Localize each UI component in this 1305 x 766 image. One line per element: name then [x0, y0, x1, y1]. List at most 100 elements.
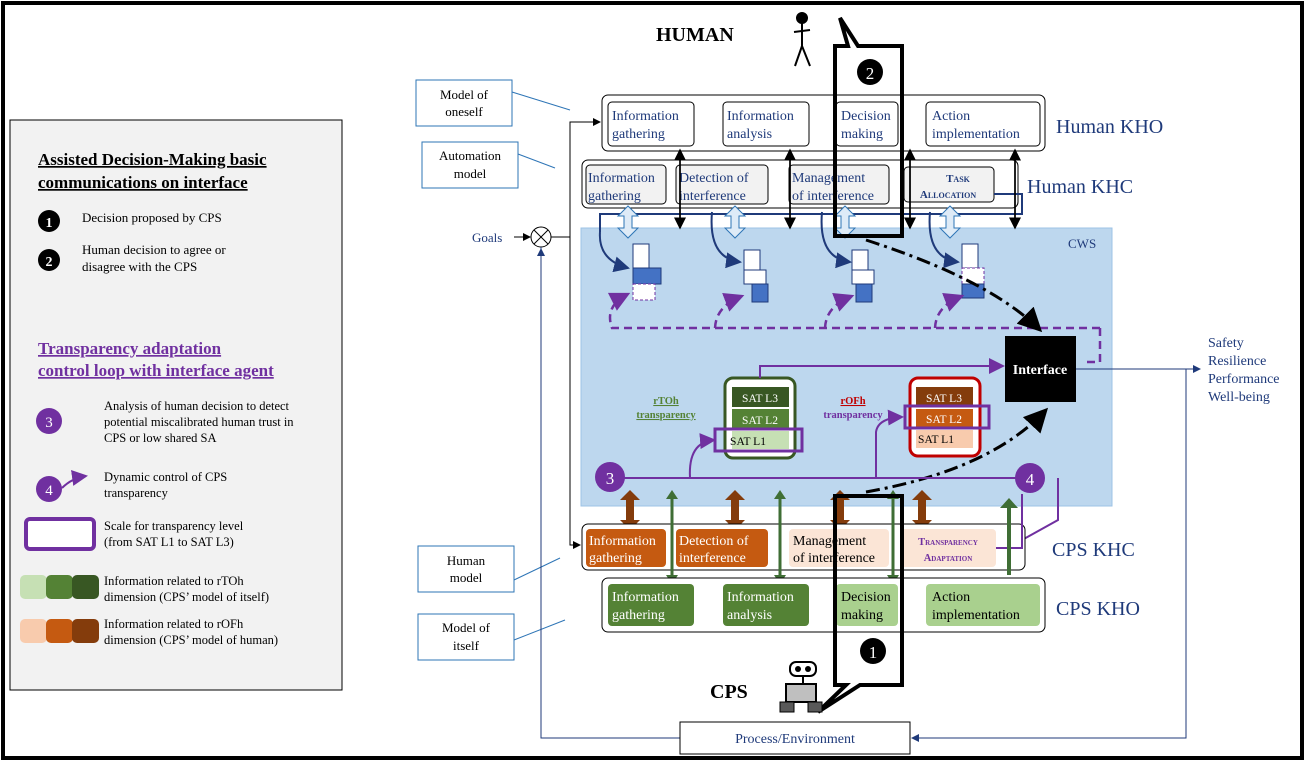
interface-label: Interface: [1013, 363, 1067, 378]
legend-rtoh-line2: dimension (CPS’ model of itself): [104, 590, 269, 604]
cps-khc-box-3-l1: Transparency: [918, 537, 978, 548]
output-to-process: [911, 369, 1187, 742]
cps-khc-label: CPS KHC: [1052, 539, 1135, 561]
curved-navy-arrows: [598, 211, 960, 273]
legend-rofh-line1: Information related to rOFh: [104, 617, 244, 631]
rofh-label-1: rOFh: [840, 396, 865, 407]
purple-control-loop: [612, 358, 1059, 541]
legend-scale-line2: (from SAT L1 to SAT L3): [104, 535, 234, 549]
green-up-arrow: [1000, 498, 1018, 575]
human-kho-box-2-l1: Decision: [841, 109, 891, 124]
human-kho-khc-arrows: [674, 148, 1021, 230]
human-kho-label: Human KHO: [1056, 116, 1163, 138]
human-khc-label: Human KHC: [1027, 176, 1133, 198]
legend-item2-line1: Human decision to agree or: [82, 242, 226, 257]
rofh-label-2: transparency: [823, 410, 883, 421]
human-khc-box-0-l2: gathering: [588, 189, 641, 204]
legend-scale-line1: Scale for transparency level: [104, 519, 244, 533]
note-human-model-line1: Human: [447, 553, 486, 568]
output-resilience: Resilience: [1208, 354, 1266, 369]
note-model-oneself-line2: oneself: [445, 104, 483, 119]
human-kho-box-0-l1: Information: [612, 109, 679, 124]
comparator-to-kho: [551, 118, 601, 238]
rtoh-level-2: [732, 409, 789, 429]
cps-kho-box-3: Action implementation: [926, 584, 1040, 626]
human-khc-box-0: Information gathering: [585, 164, 667, 205]
human-kho-box-1-l1: Information: [727, 109, 794, 124]
legend-marker-2-label: 2: [46, 255, 53, 270]
robot-icon: [779, 661, 823, 713]
human-kho-box-3: Action implementation: [925, 101, 1041, 147]
cps-kho-box-0-l2: gathering: [612, 608, 665, 623]
purple-dashed-paths: [607, 292, 1102, 364]
human-kho-box-3-l2: implementation: [932, 127, 1020, 142]
legend-rtoh-line1: Information related to rTOh: [104, 574, 244, 588]
hollow-arrows: [616, 205, 962, 239]
legend-subtitle-line1: Transparency adaptation: [38, 339, 222, 358]
cps-khc-box-2: Management of interference: [789, 529, 889, 567]
cps-khc-box-1: Detection of interference: [676, 529, 768, 567]
human-to-interface-arc: [865, 238, 1043, 333]
legend-orange-swatches: [20, 619, 99, 643]
legend-rofh-line2: dimension (CPS’ model of human): [104, 633, 278, 647]
rofh-current-marker: [903, 404, 991, 430]
human-kho-box-0-l2: gathering: [612, 127, 665, 142]
interface-box: [1005, 336, 1076, 402]
output-safety: Safety: [1208, 336, 1244, 351]
note-model-itself-line1: Model of: [442, 620, 491, 635]
legend-title-line1: Assisted Decision-Making basic: [38, 150, 267, 169]
cps-khc-box-0-l1: Information: [589, 534, 656, 549]
cps-khc-box-2-l1: Management: [793, 534, 866, 549]
note-automation-line2: model: [454, 166, 487, 181]
legend-marker-1: [38, 210, 60, 232]
human-kho-box-1-l2: analysis: [727, 127, 772, 142]
legend-item4-line1: Dynamic control of CPS: [104, 470, 227, 484]
human-kho-box-1: Information analysis: [722, 101, 810, 147]
rofh-level-1: [916, 430, 973, 448]
callout-one: 1: [816, 494, 904, 714]
cps-kho-box-0-l1: Information: [612, 590, 679, 605]
rofh-level-3-label: SAT L3: [926, 393, 962, 405]
green-vertical-arrows: [670, 496, 895, 580]
human-khc-box-1-l2: interference: [679, 189, 746, 204]
legend-marker-1-label: 1: [46, 216, 53, 231]
cps-khc-box-3-l2: Adaptation: [924, 553, 973, 564]
cps-kho-box-2-l1: Decision: [841, 590, 891, 605]
rtoh-level-1-label: SAT L1: [730, 436, 766, 448]
cps-kho-label: CPS KHO: [1056, 598, 1140, 620]
comparator-icon: [530, 226, 552, 248]
output-wellbeing: Well-being: [1208, 390, 1270, 405]
cws-label: CWS: [1068, 236, 1096, 251]
cps-kho-box-0: Information gathering: [608, 584, 694, 626]
human-kho-box-3-l1: Action: [932, 109, 970, 124]
rofh-level-3: [916, 387, 973, 407]
note-automation-line1: Automation: [439, 148, 502, 163]
legend-marker-4-label: 4: [45, 483, 53, 499]
rofh-level-1-label: SAT L1: [918, 434, 954, 446]
callout-two: 2: [833, 16, 904, 238]
callout-two-label: 2: [866, 64, 875, 83]
cps-khc-box-1-l1: Detection of: [679, 534, 749, 549]
human-khc-box-3-l1: Task: [946, 173, 971, 185]
human-khc-box-0-l1: Information: [588, 171, 655, 186]
note-model-oneself: Model of oneself: [415, 79, 571, 127]
rtoh-level-3: [732, 387, 789, 407]
legend-arrow-icon: [61, 470, 88, 489]
rtoh-level-2-label: SAT L2: [742, 415, 778, 427]
cps-kho-box-1-l1: Information: [727, 590, 794, 605]
cps-to-interface-arc: [865, 407, 1049, 494]
human-khc-box-3: Task Allocation: [903, 166, 995, 203]
rtoh-label-2: transparency: [636, 410, 696, 421]
legend-subtitle-line2: control loop with interface agent: [38, 361, 274, 380]
human-khc-box-1-l1: Detection of: [679, 171, 749, 186]
goals-label: Goals: [472, 230, 502, 245]
note-model-itself: Model of itself: [417, 613, 566, 661]
cps-kho-box-1: Information analysis: [723, 584, 809, 626]
legend-item3-line1: Analysis of human decision to detect: [104, 399, 290, 413]
human-kho-box-2: Decision making: [835, 101, 899, 147]
note-automation-model: Automation model: [421, 141, 556, 189]
legend-green-swatches: [20, 575, 99, 599]
legend-item4-line2: transparency: [104, 486, 169, 500]
